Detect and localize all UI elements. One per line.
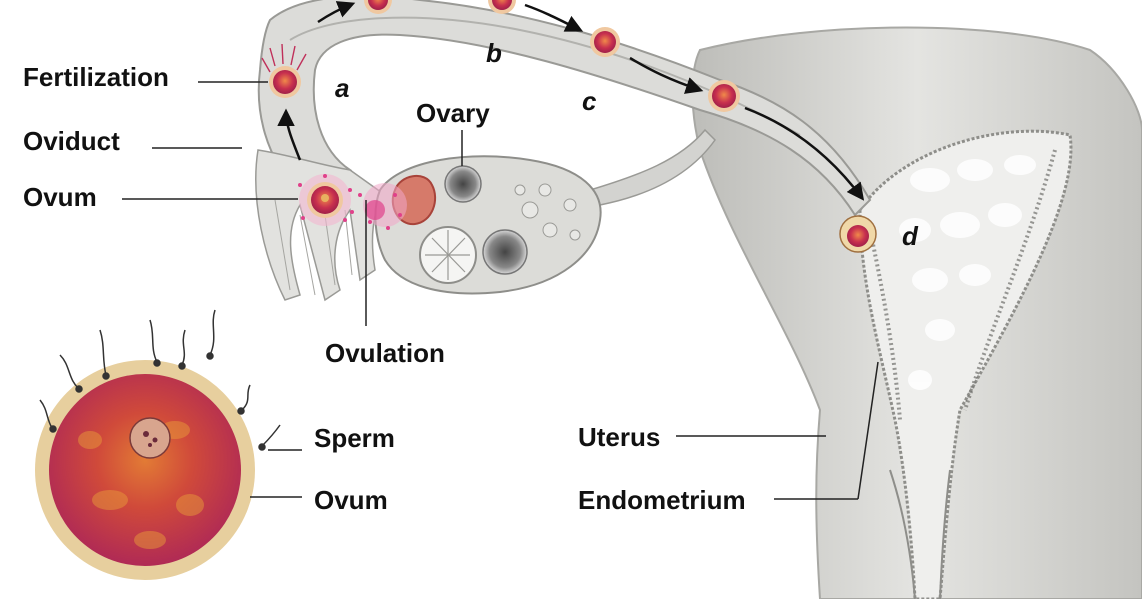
label-ovary: Ovary [416, 98, 490, 128]
ovary-shape [374, 155, 602, 295]
stage-label-a: a [335, 73, 350, 103]
label-uterus: Uterus [578, 422, 661, 452]
leader-lines [122, 81, 879, 500]
zygote-stage-b-1 [364, 0, 392, 14]
label-ovum-top: Ovum [23, 182, 97, 212]
zygote-stage-c-1 [590, 27, 620, 57]
ovarian-ligament [588, 128, 716, 206]
stage-label-d: d [902, 221, 918, 251]
ovum-inset [35, 360, 255, 580]
label-sperm: Sperm [314, 423, 395, 453]
zygote-stage-b-2 [488, 0, 516, 14]
ovum-at-ovulation [298, 174, 352, 226]
label-oviduct: Oviduct [23, 126, 120, 156]
sperm-cells [39, 309, 281, 451]
label-ovum-bottom: Ovum [314, 485, 388, 515]
uterus-shape [691, 26, 1142, 599]
label-endometrium: Endometrium [578, 485, 746, 515]
blastocyst-stage-c [708, 80, 740, 112]
stage-label-b: b [486, 38, 502, 68]
implanted-blastocyst-d [839, 215, 877, 253]
stage-label-c: c [582, 86, 597, 116]
fertilization-cell [261, 43, 307, 98]
label-fertilization: Fertilization [23, 62, 169, 92]
migration-arrows [277, 1, 865, 201]
ovulation-burst [350, 183, 407, 230]
label-ovulation: Ovulation [325, 338, 445, 368]
